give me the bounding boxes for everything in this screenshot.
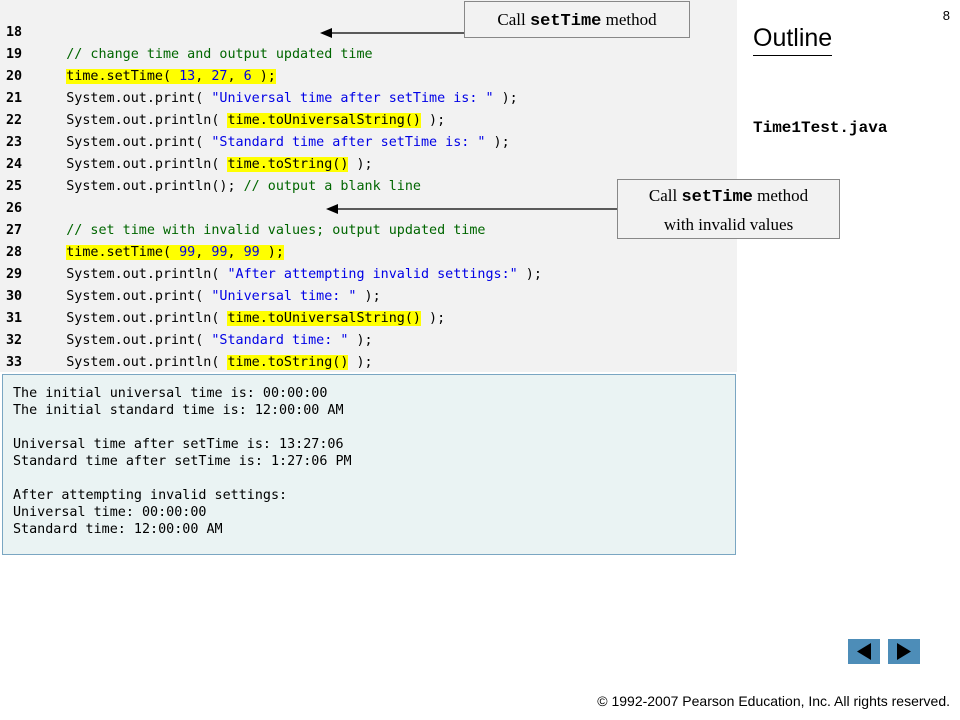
line-number: 30 <box>6 289 23 304</box>
code-line: 31 System.out.print( "Standard time: " )… <box>0 286 373 348</box>
code-line: 32 System.out.println( time.toString() )… <box>0 308 373 370</box>
code-text: time.setTime( 99, 99, 99 ); <box>66 245 284 260</box>
callout-arrowhead <box>326 204 338 214</box>
program-output: The initial universal time is: 00:00:00 … <box>2 374 736 555</box>
file-name: Time1Test.java <box>753 119 888 137</box>
outline-title: Outline <box>753 24 833 56</box>
output-line: The initial universal time is: 00:00:00 <box>13 386 328 401</box>
code-text: System.out.print( "Universal time after … <box>34 91 518 106</box>
code-text: System.out.print( "Universal time: " ); <box>34 289 381 304</box>
callout-call-settime: Call setTime method <box>464 1 690 38</box>
code-text: System.out.println( time.toUniversalStri… <box>34 311 446 326</box>
code-text: System.out.println( time.toString() ); <box>34 355 373 370</box>
code-line: 21 System.out.println( time.toUniversalS… <box>0 66 445 128</box>
output-line: Standard time: 12:00:00 AM <box>13 522 223 537</box>
line-number: 31 <box>6 311 23 326</box>
line-number: 23 <box>6 135 23 150</box>
code-line: 22 System.out.print( "Standard time afte… <box>0 88 510 150</box>
code-text: System.out.print( "Standard time after s… <box>34 135 510 150</box>
output-line: Standard time after setTime is: 1:27:06 … <box>13 454 352 469</box>
output-line: Universal time after setTime is: 13:27:0… <box>13 437 344 452</box>
code-line: 24 System.out.println(); // output a bla… <box>0 132 421 194</box>
code-line: 18 // change time and output updated tim… <box>0 0 373 62</box>
line-number: 27 <box>6 223 23 238</box>
line-number: 33 <box>6 355 23 370</box>
code-line: 19 time.setTime( 13, 27, 6 ); <box>0 22 276 84</box>
callout-code: setTime <box>681 188 753 207</box>
previous-slide-button[interactable] <box>848 639 880 664</box>
triangle-left-icon <box>857 643 871 660</box>
triangle-right-icon <box>897 643 911 660</box>
line-number: 19 <box>6 47 23 62</box>
line-number: 18 <box>6 25 23 40</box>
line-number: 21 <box>6 91 23 106</box>
line-number: 26 <box>6 201 23 216</box>
line-number: 25 <box>6 179 23 194</box>
copyright-notice: © 1992-2007 Pearson Education, Inc. All … <box>597 693 950 709</box>
code-text: System.out.print( "Standard time: " ); <box>34 333 373 348</box>
code-text: // set time with invalid values; output … <box>34 223 486 238</box>
line-number: 20 <box>6 69 23 84</box>
code-line: 20 System.out.print( "Universal time aft… <box>0 44 518 106</box>
line-number: 29 <box>6 267 23 282</box>
code-text: System.out.println( time.toString() ); <box>34 157 373 172</box>
callout-code: setTime <box>529 12 602 31</box>
line-number: 22 <box>6 113 23 128</box>
output-line: Universal time: 00:00:00 <box>13 505 207 520</box>
next-slide-button[interactable] <box>888 639 920 664</box>
code-text: System.out.println( time.toUniversalStri… <box>34 113 446 128</box>
output-line: The initial standard time is: 12:00:00 A… <box>13 403 344 418</box>
code-text: System.out.println( "After attempting in… <box>34 267 542 282</box>
line-number: 28 <box>6 245 23 260</box>
code-line: 23 System.out.println( time.toString() )… <box>0 110 373 172</box>
code-line: 25 <box>0 154 32 194</box>
code-text: // change time and output updated time <box>34 47 373 62</box>
code-line: 27 time.setTime( 99, 99, 99 ); <box>0 198 284 260</box>
code-line: 28 System.out.println( "After attempting… <box>0 220 542 282</box>
callout-arrowhead <box>320 28 332 38</box>
callout-invalid-values: Call setTime method with invalid values <box>617 179 840 239</box>
line-number: 32 <box>6 333 23 348</box>
code-line: 29 System.out.print( "Universal time: " … <box>0 242 381 304</box>
code-line: 26 // set time with invalid values; outp… <box>0 176 485 238</box>
code-text: System.out.println(); // output a blank … <box>34 179 421 194</box>
code-listing: 18 // change time and output updated tim… <box>0 0 737 414</box>
slide-number: 8 <box>942 8 950 23</box>
line-number: 24 <box>6 157 23 172</box>
code-line: 30 System.out.println( time.toUniversalS… <box>0 264 445 326</box>
output-line: After attempting invalid settings: <box>13 488 288 503</box>
code-text: time.setTime( 13, 27, 6 ); <box>66 69 276 84</box>
